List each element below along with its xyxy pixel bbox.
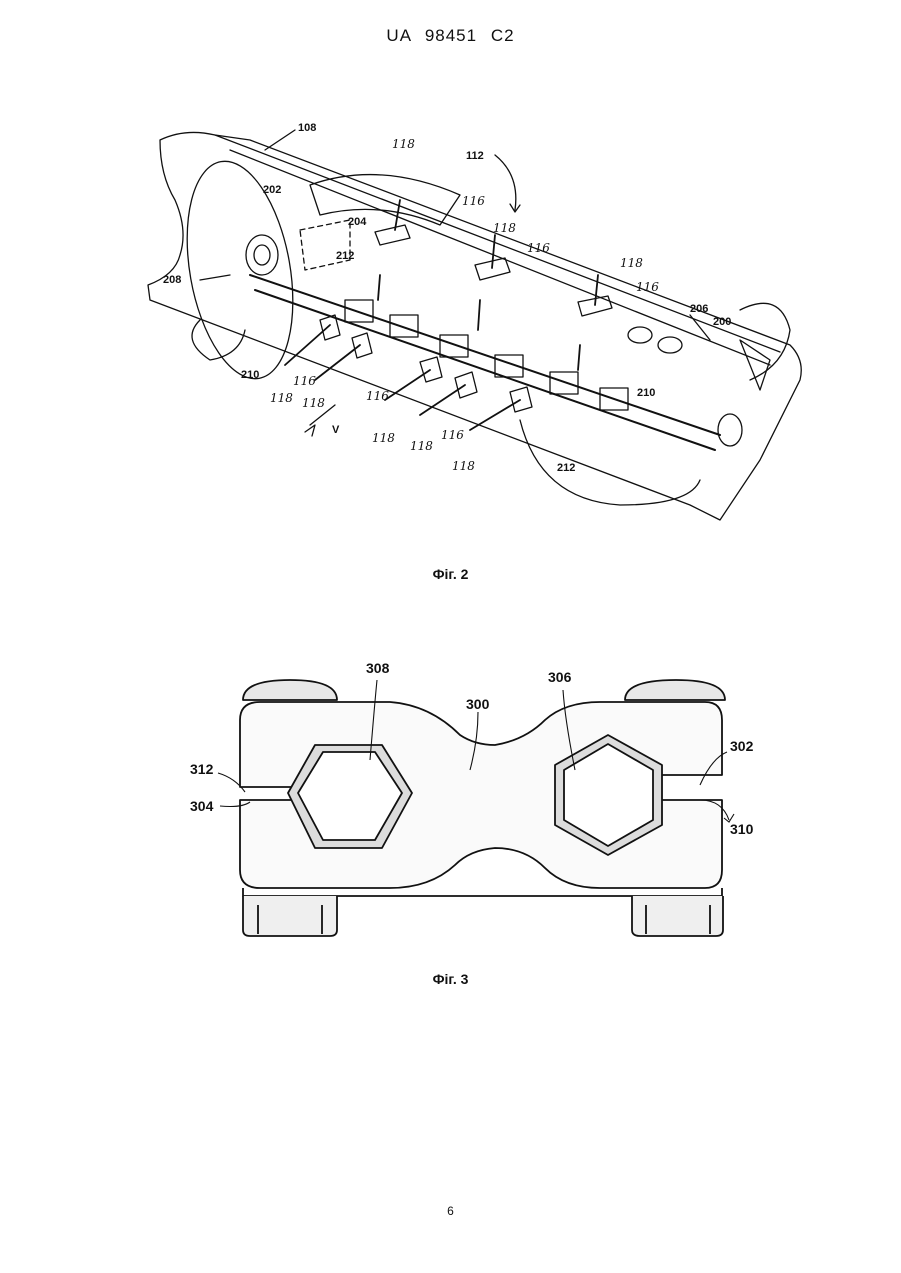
label-302: 302	[730, 738, 754, 754]
label-306: 306	[548, 669, 572, 685]
label-312: 312	[190, 761, 214, 777]
label-300: 300	[466, 696, 490, 712]
bolt-head-right	[625, 680, 725, 700]
page-number: 6	[0, 1204, 901, 1218]
label-310: 310	[730, 821, 754, 837]
figure-3-drawing: 308 300 306 302 312 304 310	[0, 0, 901, 960]
figure-3-caption: Фіг. 3	[0, 971, 901, 987]
bolt-head-left	[243, 680, 337, 700]
label-304: 304	[190, 798, 214, 814]
label-308: 308	[366, 660, 390, 676]
